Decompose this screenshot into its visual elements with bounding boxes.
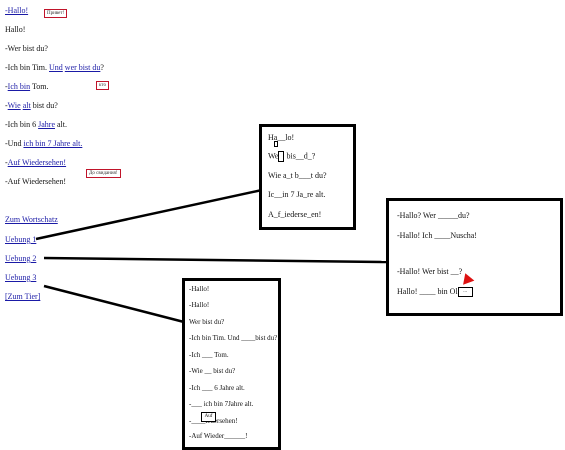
exercise-text: We (268, 151, 279, 161)
dialog-text: Hallo! (5, 25, 26, 34)
exercise-row: Wer bist du? (189, 318, 225, 326)
exercise-row: Hallo! ____ bin Ol... (397, 287, 473, 298)
connector-lines (35, 188, 387, 324)
dialog-text: -Auf Wiedersehen! (5, 177, 67, 186)
translation-text: До свидания! (89, 171, 118, 176)
dialog-link-und[interactable]: Und (49, 63, 63, 72)
exercise-row: -Hallo! Ich ____Nuscha! (397, 231, 477, 240)
exercise-row: -Ich ___ Tom. (189, 351, 229, 359)
dialog-link-wer-bist-du[interactable]: wer bist du (64, 63, 101, 72)
exercise-row: -Ich ___ 6 Jahre alt. (189, 384, 245, 392)
dialog-link-jahre[interactable]: Jahre (38, 120, 55, 129)
exercise-panel-3: -Hallo! -Hallo! Wer bist du? -Ich bin Ti… (182, 278, 281, 450)
input-box[interactable]: Auf (201, 412, 216, 422)
dialog-line-9: -Auf Wiedersehen! (5, 158, 66, 167)
translation-text: Привет! (47, 11, 65, 16)
dialog-link-ich-bin-7-jahre-alt[interactable]: ich bin 7 Jahre alt. (23, 139, 83, 148)
dialog-text: bist du? (30, 101, 58, 110)
dialog-text: -Ich bin Tim. (5, 63, 50, 72)
dialog-text: - (5, 101, 8, 110)
dialog-line-10: -Auf Wiedersehen! (5, 177, 66, 186)
cursor-icon (274, 141, 278, 147)
exercise-row: -Hallo? Wer _____du? (397, 211, 470, 220)
link-uebung-3[interactable]: Uebung 3 (5, 273, 37, 282)
dialog-text: Tom. (30, 82, 49, 91)
input-box[interactable] (278, 151, 285, 162)
dialog-line-5: -Ich bin Tom. (5, 82, 49, 91)
dialog-text: -Ich bin 6 (5, 120, 39, 129)
dialog-text: - (5, 158, 8, 167)
connector-uebung-2 (43, 256, 387, 264)
dialog-text: -Wer bist du? (5, 44, 48, 53)
dialog-link-ich-bin[interactable]: Ich bin (7, 82, 31, 91)
exercise-row: -___ ich bin 7Jahre alt. (189, 400, 254, 408)
translation-text: кто (99, 83, 106, 88)
exercise-row: -Wie __ bist du? (189, 367, 236, 375)
dialog-line-4: -Ich bin Tim. Und wer bist du? (5, 63, 104, 72)
link-uebung-1[interactable]: Uebung 1 (5, 235, 37, 244)
dialog-link-auf-wiedersehen[interactable]: Auf Wiedersehen! (7, 158, 67, 167)
dialog-link-wie[interactable]: Wie (7, 101, 21, 110)
exercise-text: Hallo! ____ bin Ol (397, 287, 458, 296)
translation-tooltip-wer: кто (96, 81, 109, 90)
connector-uebung-1 (35, 188, 263, 241)
dialog-link-hallo[interactable]: -Hallo! (5, 6, 29, 15)
exercise-row: -Auf Wieder______! (189, 432, 248, 440)
dialog-line-6: -Wie alt bist du? (5, 101, 58, 110)
exercise-row: -Hallo! Wer bist __? (397, 267, 463, 276)
dialog-link-alt[interactable]: alt (22, 101, 31, 110)
exercise-panel-1: Ha__lo! We bis__d_? Wie a_t b___t du? Ic… (259, 124, 356, 230)
link-zum-tier[interactable]: [Zum Tier] (5, 292, 41, 301)
dialog-line-3: -Wer bist du? (5, 44, 48, 53)
dialog-line-2: Hallo! (5, 25, 25, 34)
input-box[interactable]: ... (457, 287, 473, 298)
dialog-text: ? (100, 63, 104, 72)
dialog-text: alt. (55, 120, 67, 129)
exercise-text: bis__d_? (284, 151, 316, 161)
exercise-row: We bis__d_? (268, 151, 315, 162)
exercise-panel-2: -Hallo? Wer _____du? -Hallo! Ich ____Nus… (386, 198, 563, 316)
exercise-row: Ic__in 7 Ja_re alt. (268, 190, 326, 199)
translation-tooltip-bye: До свидания! (86, 169, 121, 178)
dialog-text: -Und (5, 139, 24, 148)
dialog-text: - (5, 82, 8, 91)
exercise-row: -Ich bin Tim. Und ____bist du? (189, 334, 278, 342)
link-uebung-2[interactable]: Uebung 2 (5, 254, 37, 263)
exercise-row: A_f_iederse_en! (268, 210, 322, 219)
translation-tooltip-hallo: Привет! (44, 9, 68, 18)
dialog-line-8: -Und ich bin 7 Jahre alt. (5, 139, 82, 148)
dialog-line-1[interactable]: -Hallo! (5, 6, 28, 15)
link-zum-wortschatz[interactable]: Zum Wortschatz (5, 215, 58, 224)
red-arrow-icon (459, 271, 475, 285)
dialog-line-7: -Ich bin 6 Jahre alt. (5, 120, 67, 129)
exercise-row: Ha__lo! (268, 133, 295, 142)
exercise-row: -Hallo! (189, 301, 210, 309)
connector-uebung-3 (43, 284, 185, 324)
exercise-row: Wie a_t b___t du? (268, 171, 327, 180)
exercise-row: -Hallo! (189, 285, 210, 293)
